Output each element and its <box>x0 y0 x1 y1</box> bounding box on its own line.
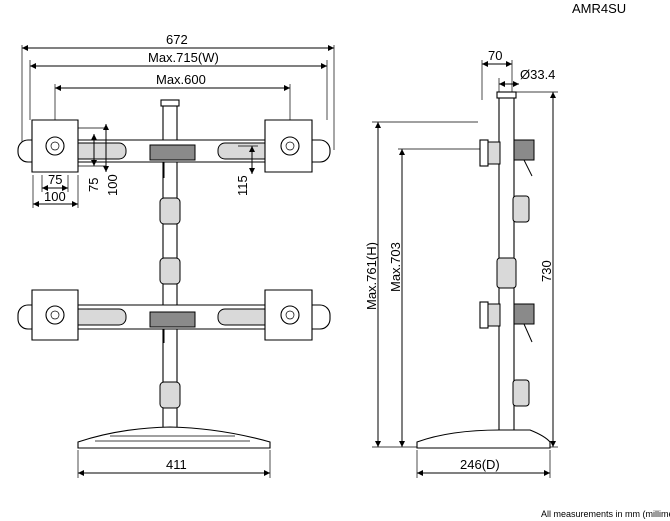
dim-pole-height: 730 <box>516 91 558 448</box>
dim-max-width: Max.715(W) <box>29 50 328 120</box>
side-view: 70 Ø33.4 <box>364 48 558 478</box>
pole-joint-lower-a <box>159 381 181 409</box>
dim-70-label: 70 <box>488 48 502 63</box>
dim-411-label: 411 <box>166 457 187 472</box>
pole-joint-upper-a <box>159 197 181 225</box>
front-view: 672 Max.715(W) Max.600 411 <box>17 32 335 478</box>
dim-pole-diameter: Ø33.4 <box>498 67 555 100</box>
dim-arm-offset: 115 <box>235 145 258 196</box>
dim-730-label: 730 <box>539 260 554 282</box>
pole-joint-upper-b <box>159 257 181 285</box>
dim-overall-width: 672 <box>21 32 335 150</box>
dim-max-mount-height: Max.703 <box>388 148 480 447</box>
dim-base-depth: 246(D) <box>416 450 551 478</box>
dim-vesa-75-w-label: 75 <box>48 172 62 187</box>
dim-base-width: 411 <box>77 450 271 478</box>
base-side <box>416 429 551 449</box>
side-mount-upper <box>479 139 535 177</box>
dim-vesa-100-w-label: 100 <box>44 189 66 204</box>
dim-246-label: 246(D) <box>460 457 500 472</box>
dim-vesa-upper-left: 75 100 75 100 <box>32 124 120 208</box>
dim-672-label: 672 <box>166 32 188 47</box>
dim-max-600-label: Max.600 <box>156 72 206 87</box>
pole-top-cap <box>160 99 180 107</box>
base-front <box>77 426 271 449</box>
dim-vesa-100-h-label: 100 <box>105 174 120 196</box>
dim-max-height-label: Max.761(H) <box>364 242 379 310</box>
dim-pole-diameter-label: Ø33.4 <box>520 67 555 82</box>
lower-arm-assembly <box>17 289 331 343</box>
dim-max-width-label: Max.715(W) <box>148 50 219 65</box>
dim-max-703-label: Max.703 <box>388 242 403 292</box>
footer-note: All measurements in mm (millimeters) <box>541 509 670 519</box>
side-mount-lower <box>479 301 535 343</box>
dim-vesa-75-h-label: 75 <box>86 178 101 192</box>
model-label: AMR4SU <box>572 1 626 16</box>
dim-115-label: 115 <box>235 175 250 196</box>
dim-max-height: Max.761(H) <box>364 121 478 448</box>
